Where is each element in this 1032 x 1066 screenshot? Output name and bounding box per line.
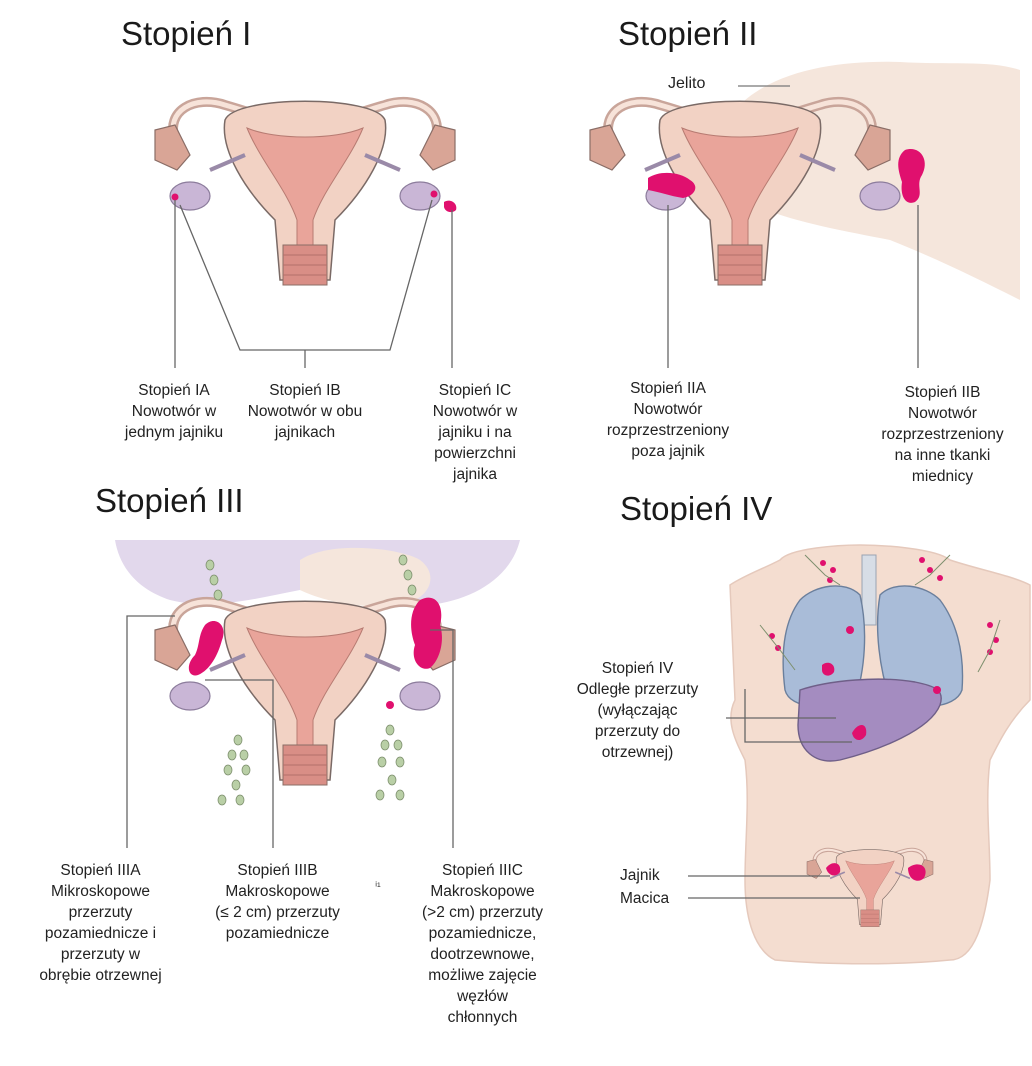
- stage3-title: Stopień III: [95, 482, 244, 520]
- stage2-illustration: [590, 62, 1020, 368]
- label-stage-ib: Stopień IB Nowotwór w obu jajnikach: [220, 380, 390, 443]
- stage2-title: Stopień II: [618, 15, 757, 53]
- tumor-mark: [846, 626, 854, 634]
- stage3-illustration: [115, 540, 520, 848]
- label-stage-iiia: Stopień IIIA Mikroskopowe przerzuty poza…: [8, 860, 193, 986]
- tumor-mark: [933, 686, 941, 694]
- stage3-right-ovary: [400, 682, 440, 710]
- stray-mark: ᵢ₁: [372, 873, 384, 894]
- tumor-mark: [172, 194, 179, 201]
- label-stage-iib: Stopień IIB Nowotwór rozprzestrzeniony n…: [855, 382, 1030, 487]
- stage4-illustration: [688, 545, 1030, 964]
- bowel-label: Jelito: [668, 73, 705, 94]
- stage1-illustration: [155, 101, 456, 368]
- label-ovary: Jajnik: [620, 865, 660, 886]
- stage3-left-ovary: [170, 682, 210, 710]
- stage4-title: Stopień IV: [620, 490, 772, 528]
- tumor-mark: [411, 598, 442, 669]
- label-stage-iiic: Stopień IIIC Makroskopowe (>2 cm) przerz…: [400, 860, 565, 1028]
- tumor-mark: [444, 201, 456, 213]
- label-uterus: Macica: [620, 888, 669, 909]
- stage1-title: Stopień I: [121, 15, 251, 53]
- stage2-right-ovary: [860, 182, 900, 210]
- label-stage-ic: Stopień IC Nowotwór w jajniku i na powie…: [405, 380, 545, 485]
- label-stage-iv: Stopień IV Odległe przerzuty (wyłączając…: [550, 658, 725, 763]
- tumor-mark: [386, 701, 394, 709]
- label-stage-iiib: Stopień IIIB Makroskopowe (≤ 2 cm) przer…: [195, 860, 360, 944]
- tumor-mark: [431, 191, 438, 198]
- label-stage-iia: Stopień IIA Nowotwór rozprzestrzeniony p…: [578, 378, 758, 462]
- trachea-shape: [862, 555, 876, 625]
